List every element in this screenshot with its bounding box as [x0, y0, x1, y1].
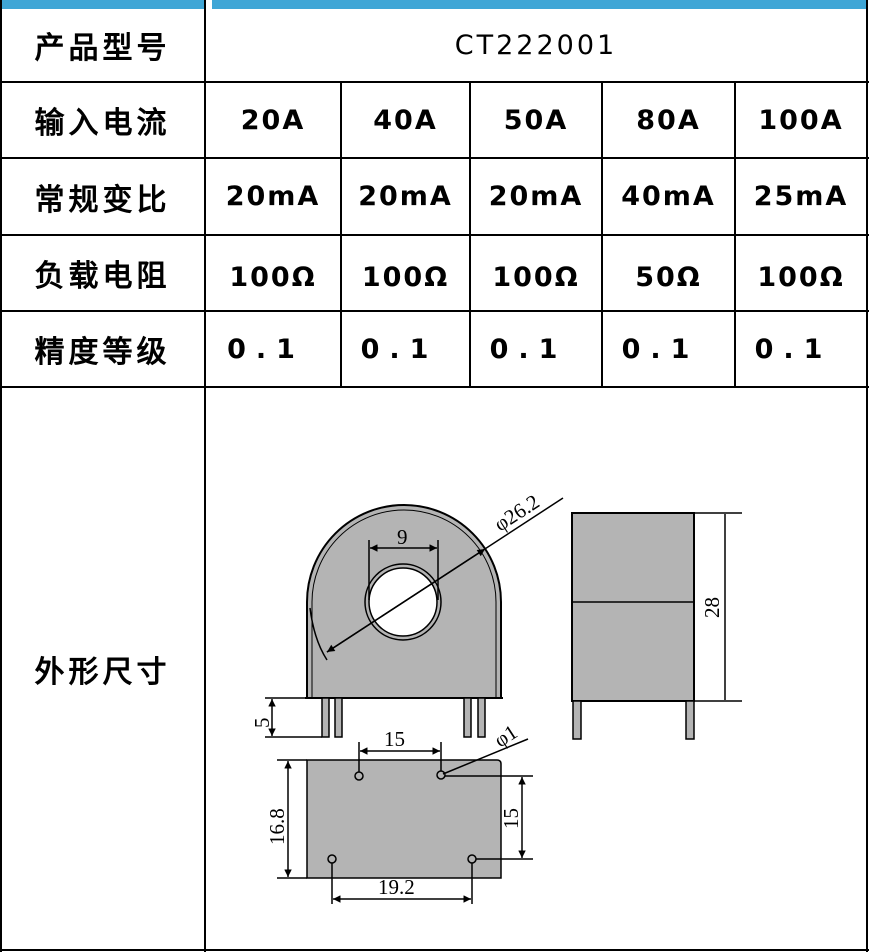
side-view-body	[571, 512, 695, 702]
row-divider	[0, 81, 869, 83]
bottom-view-body	[306, 759, 502, 879]
cell-value: 0.1	[754, 333, 833, 365]
cell-value: 0.1	[489, 333, 568, 365]
cell-value: 100A	[758, 104, 844, 136]
cell-value: 0.1	[360, 333, 439, 365]
row-divider	[0, 157, 869, 159]
dim-pin-diameter: φ1	[490, 720, 522, 752]
table-border-left	[0, 0, 2, 952]
table-border-right	[866, 0, 868, 952]
cell-value: 20mA	[488, 181, 584, 212]
accent-bar-left	[2, 0, 204, 9]
cell-value: 25mA	[753, 181, 849, 212]
row-divider	[0, 386, 869, 388]
row-label-dimensions: 外形尺寸	[34, 654, 171, 690]
cell-value: 80A	[636, 104, 701, 136]
row-divider	[0, 234, 869, 236]
accent-bar-right	[212, 0, 867, 9]
row-label-accuracy: 精度等级	[34, 335, 171, 370]
column-divider	[469, 81, 471, 387]
cell-value: 20mA	[225, 181, 321, 212]
row-divider	[0, 310, 869, 312]
cell-value: 50A	[503, 104, 569, 136]
cell-value: 20mA	[358, 181, 453, 212]
column-divider	[204, 0, 206, 952]
cell-value: 100Ω	[492, 261, 580, 293]
dim-width: 16.8	[265, 808, 289, 845]
dim-pin-pitch-side: 15	[499, 808, 523, 829]
cell-value: 20A	[240, 104, 306, 136]
row-label-ratio: 常规变比	[34, 182, 171, 218]
table-border-bottom	[0, 949, 869, 951]
cell-value: 50Ω	[635, 261, 702, 293]
row-label-model: 产品型号	[34, 31, 171, 66]
dim-height: 28	[700, 597, 724, 618]
dim-pin-pitch-top: 15	[384, 727, 405, 751]
dim-outer-diameter: φ26.2	[490, 489, 544, 536]
row-label-load-resistance: 负载电阻	[34, 259, 171, 294]
column-divider	[340, 81, 342, 387]
cell-value: 40mA	[621, 181, 716, 212]
column-divider	[734, 81, 736, 387]
dim-pin-length: 5	[250, 718, 274, 729]
cell-value: 0.1	[621, 333, 700, 365]
cell-value: 100Ω	[229, 261, 317, 293]
cell-value: 100Ω	[757, 261, 845, 293]
dim-pin-span: 19.2	[378, 875, 415, 899]
cell-value: 0.1	[227, 333, 305, 365]
dim-hole: 9	[397, 525, 408, 549]
row-label-input-current: 输入电流	[34, 106, 171, 141]
model-value: CT222001	[454, 29, 618, 61]
column-divider	[601, 81, 603, 387]
cell-value: 40A	[373, 104, 438, 136]
cell-value: 100Ω	[361, 261, 450, 293]
